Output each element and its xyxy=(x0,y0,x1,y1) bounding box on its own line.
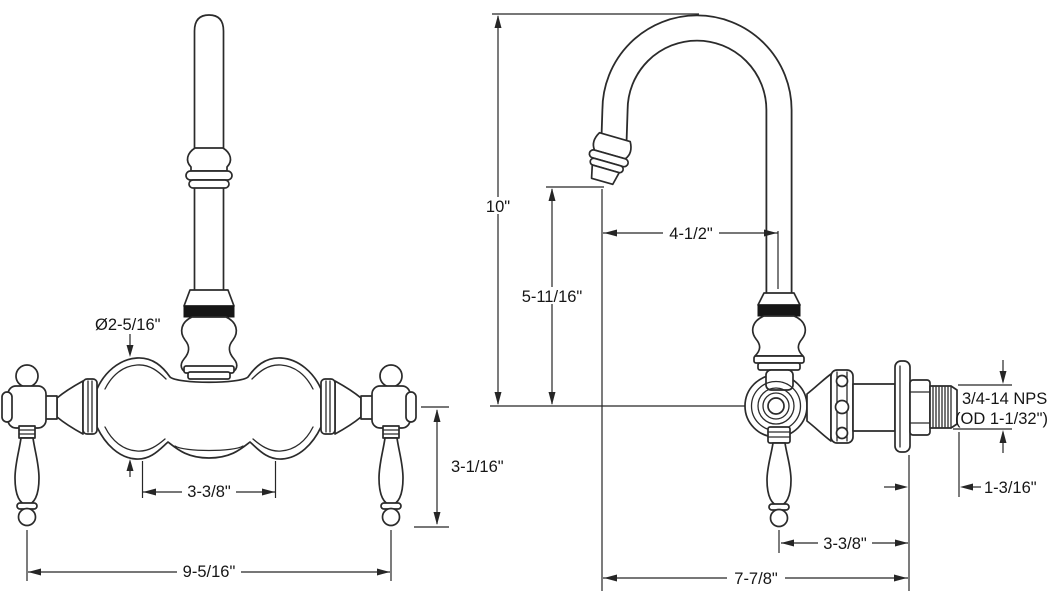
dim-thread-spec: 3/4-14 NPS (OD 1-1/32") xyxy=(953,360,1048,453)
left-handle-assembly xyxy=(1,364,47,527)
ornate-collar xyxy=(830,369,854,444)
threaded-nipple xyxy=(929,385,958,429)
right-port-cone xyxy=(334,380,362,435)
right-lever-finial xyxy=(381,507,401,527)
left-lever-finial xyxy=(17,507,37,527)
dim-label-spout-reach: 4-1/2" xyxy=(669,225,713,243)
dim-thread-length: 1-3/16" xyxy=(884,432,1037,497)
faucet-body-inner-curves xyxy=(104,364,314,452)
dim-label-body-port-spacing: 3-3/8" xyxy=(187,483,231,501)
left-port-collar xyxy=(82,378,98,435)
gooseneck-spout xyxy=(588,14,793,298)
hex-nut xyxy=(909,379,931,436)
dim-label-thread-length: 1-3/16" xyxy=(984,479,1037,497)
dim-label-overall-width: 9-5/16" xyxy=(183,563,236,581)
right-lever xyxy=(378,437,404,506)
riser-base-band xyxy=(183,305,235,318)
riser-base-bulb xyxy=(180,316,238,374)
riser-collar xyxy=(185,147,233,189)
front-view: Ø2-5/16" 3-3/8" 3-1/16" xyxy=(1,14,504,581)
dim-label-spout-base-diameter: Ø2-5/16" xyxy=(95,316,161,334)
side-dimensions: 10" 5-11/16" 4-1/2" xyxy=(483,13,1048,591)
right-handle-top-ball xyxy=(379,364,403,388)
left-handle-top-ball xyxy=(15,364,39,388)
dim-label-overall-height: 10" xyxy=(486,198,510,216)
dim-label-spout-clearance: 5-11/16" xyxy=(522,288,583,306)
right-lever-neck xyxy=(382,425,400,439)
dim-label-thread-spec: 3/4-14 NPS xyxy=(962,390,1047,408)
side-view: 10" 5-11/16" 4-1/2" xyxy=(483,13,1048,591)
left-port-hardware xyxy=(44,378,98,435)
riser-base xyxy=(180,289,238,380)
dim-handle-to-wall: 3-3/8" xyxy=(778,530,908,553)
valve-center-hub xyxy=(767,397,785,415)
dim-spout-base-diameter: Ø2-5/16" xyxy=(95,316,161,477)
wall-connection xyxy=(806,360,958,453)
faucet-body-outline xyxy=(96,357,322,460)
dim-label-overall-depth: 7-7/8" xyxy=(734,570,778,588)
wall-flange xyxy=(894,360,911,453)
riser-base-trapezoid xyxy=(183,289,235,307)
side-lever-neck xyxy=(767,426,791,444)
left-lever xyxy=(14,437,40,506)
right-port-collar xyxy=(320,378,336,435)
dim-body-port-spacing: 3-3/8" xyxy=(141,461,277,501)
dim-label-thread-od: (OD 1-1/32") xyxy=(955,410,1048,428)
right-handle-assembly xyxy=(371,364,417,527)
dim-overall-depth: 7-7/8" xyxy=(601,189,910,591)
front-dimensions: Ø2-5/16" 3-3/8" 3-1/16" xyxy=(26,316,504,581)
side-handle-lever xyxy=(766,442,792,528)
left-lever-neck xyxy=(18,425,36,439)
dim-overall-width: 9-5/16" xyxy=(26,530,392,581)
connector-cylinder xyxy=(852,383,896,432)
dim-spout-reach: 4-1/2" xyxy=(603,224,779,289)
left-port-cone xyxy=(56,380,84,435)
spout-tip xyxy=(588,131,632,186)
dim-overall-height: 10" xyxy=(483,13,745,407)
dim-handle-drop: 3-1/16" xyxy=(414,406,504,528)
dim-spout-clearance: 5-11/16" xyxy=(517,186,604,405)
right-handle-cross xyxy=(371,385,411,429)
right-port-hardware xyxy=(320,378,374,435)
dim-label-handle-to-wall: 3-3/8" xyxy=(823,535,867,553)
wall-cone xyxy=(806,373,832,442)
valve-top-tab xyxy=(765,369,794,391)
side-lever-finial xyxy=(769,508,789,528)
left-handle-cross xyxy=(7,385,47,429)
valve-body xyxy=(744,369,808,444)
dim-label-handle-drop: 3-1/16" xyxy=(451,458,504,476)
side-riser-base xyxy=(751,292,807,371)
